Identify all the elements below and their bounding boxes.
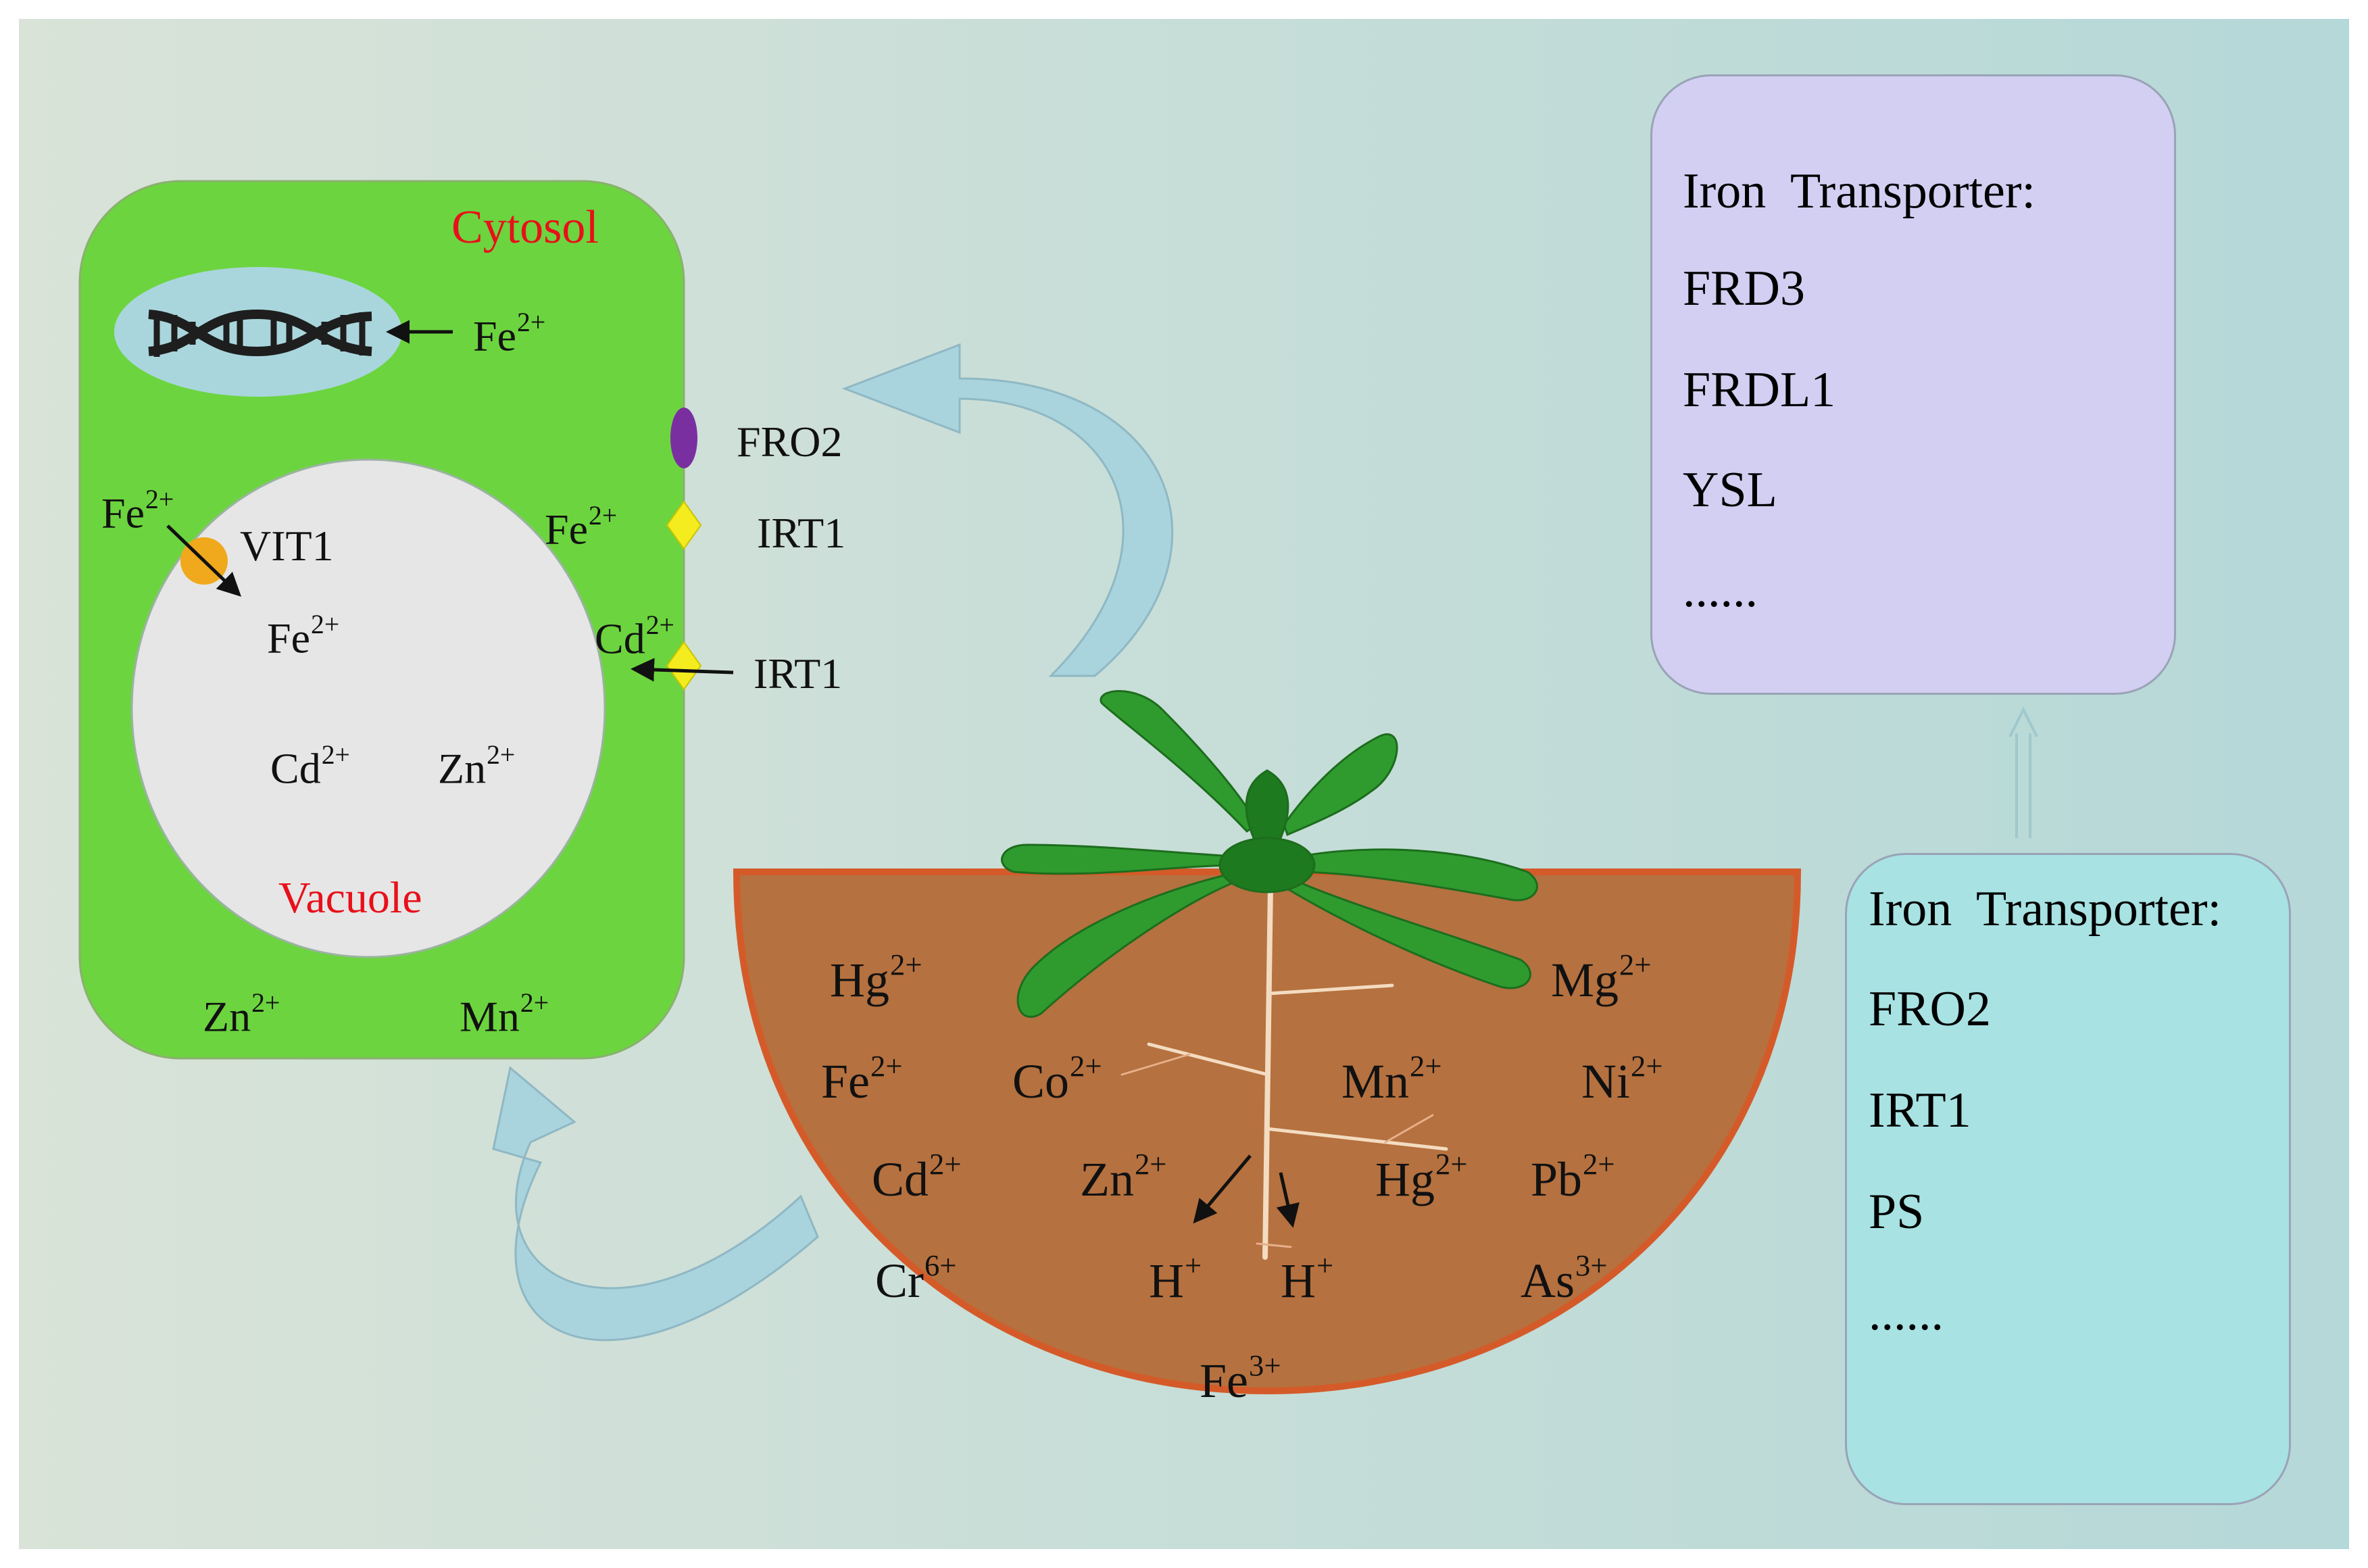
arrow-root-proton-right (1276, 1172, 1300, 1228)
transporter-box-top-item: YSL (1683, 462, 1777, 518)
vacuole-cadmium-ion: Cd2+ (270, 740, 350, 793)
membrane-iron-ion: Fe2+ (545, 501, 618, 554)
plant-roots (1120, 883, 1448, 1260)
transporter-box-top: Iron Transporter: FRD3 FRDL1 YSL ...... (1650, 74, 2176, 695)
transporter-box-bottom-title: Iron Transporter: (1869, 881, 2222, 937)
transporter-box-bottom: Iron Transporter: FRO2 IRT1 PS ...... (1845, 853, 2291, 1505)
cytosol-label: Cytosol (451, 201, 599, 253)
soil-ion: Cr6+ (875, 1248, 957, 1308)
up-arrow-between-boxes (2008, 706, 2038, 838)
cytosol-zinc-ion: Zn2+ (203, 988, 280, 1041)
nucleus-iron-ion: Fe2+ (473, 308, 546, 360)
curved-arrow-to-cell (492, 1066, 819, 1342)
arrow-cd-import (631, 658, 734, 682)
arrow-root-proton-left (1193, 1154, 1252, 1224)
transporter-box-bottom-item: PS (1869, 1184, 1925, 1240)
soil-ion: As3+ (1521, 1248, 1608, 1308)
dna-helix-icon (148, 309, 372, 357)
transporter-box-top-title: Iron Transporter: (1683, 164, 2036, 219)
cytosol-manganese-ion: Mn2+ (460, 988, 549, 1041)
vacuole-zinc-ion: Zn2+ (438, 740, 516, 793)
fro2-transporter-marker (670, 408, 697, 468)
vacuole-iron-ion: Fe2+ (267, 610, 340, 662)
fro2-transporter-label: FRO2 (737, 418, 843, 466)
nucleus (114, 267, 402, 397)
transporter-box-bottom-item: IRT1 (1869, 1083, 1971, 1138)
transporter-box-top-item: ...... (1683, 562, 1758, 618)
soil-ion: Fe2+ (821, 1049, 903, 1109)
vit1-label: VIT1 (240, 522, 334, 570)
soil-ion: Fe3+ (1200, 1348, 1281, 1408)
irt1-transporter-label-upper: IRT1 (757, 509, 846, 557)
soil-ion: Hg2+ (830, 948, 922, 1008)
membrane-cadmium-ion: Cd2+ (595, 610, 674, 663)
transporter-box-bottom-item: FRO2 (1869, 981, 1991, 1037)
soil-ion: Mn2+ (1341, 1049, 1442, 1109)
vacuole-label: Vacuole (278, 873, 422, 923)
irt1-transporter-label-lower: IRT1 (754, 650, 843, 697)
vacuole (130, 458, 606, 958)
transporter-box-top-item: FRD3 (1683, 261, 1805, 316)
curved-arrow-to-membrane (841, 343, 1174, 677)
soil-ion: Mg2+ (1551, 948, 1652, 1008)
vit1-import-ion: Fe2+ (101, 485, 174, 537)
transporter-box-bottom-item: ...... (1869, 1285, 1944, 1341)
soil-ion: Hg2+ (1375, 1147, 1468, 1207)
irt1-transporter-marker-lower (666, 641, 702, 691)
transporter-box-top-item: FRDL1 (1683, 362, 1836, 418)
soil-ion: H+ (1281, 1248, 1334, 1308)
soil-ion: Zn2+ (1080, 1147, 1167, 1207)
soil-ion: Pb2+ (1531, 1147, 1615, 1207)
arrow-vit1-import (166, 524, 242, 597)
soil-ion: Co2+ (1012, 1049, 1102, 1109)
soil-ion: H+ (1149, 1248, 1202, 1308)
soil-ion: Ni2+ (1581, 1049, 1663, 1109)
soil-ion: Cd2+ (872, 1147, 962, 1207)
plant-rosette-icon (1001, 690, 1538, 1019)
irt1-transporter-marker-upper (666, 500, 702, 550)
